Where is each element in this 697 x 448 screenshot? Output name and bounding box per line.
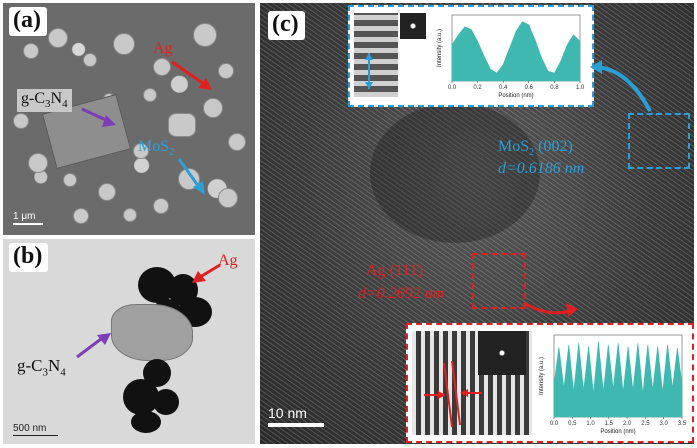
x-tick-label: 0.0 [550, 421, 559, 427]
mos-plane-label: MoS2 (002) [498, 138, 573, 159]
x-axis-label: Position (nm) [600, 429, 635, 435]
gcn-sheet [111, 304, 193, 361]
panel-a-label-mos: MoS2 [138, 138, 175, 159]
ag-particle [153, 389, 179, 415]
sem-particles [3, 3, 255, 235]
panel-b-label-ag: Ag [218, 252, 238, 269]
mos-inset-arrow [590, 60, 652, 112]
x-tick-label: 1.0 [586, 421, 595, 427]
x-tick-label: 2.0 [623, 421, 632, 427]
mos-lattice-image [354, 13, 398, 97]
y-axis-label: Intensity (a.u.) [539, 357, 545, 395]
mos-fft-image [400, 13, 426, 39]
x-tick-label: 0.2 [473, 85, 482, 91]
panel-b-scale-text: 500 nm [13, 423, 47, 434]
panel-c-letter: (c) [268, 11, 305, 40]
intensity-profile-area [553, 341, 683, 418]
x-tick-label: 0.5 [568, 421, 577, 427]
ag-fft-image [478, 331, 526, 375]
particle-shadow [370, 103, 540, 243]
mos-spacing-marker [365, 53, 373, 89]
panel-b-label-gcn: g-C3N4 [17, 356, 66, 379]
panel-c-scale-text: 10 nm [268, 405, 307, 421]
panel-c-scale-bar: 10 nm [268, 405, 324, 427]
panel-a-label-gcn: g-C3N4 [17, 89, 72, 113]
x-tick-label: 0.0 [448, 85, 457, 91]
panel-a-scale-text: 1 μm [13, 211, 36, 222]
panel-a-scale-bar: 1 μm [13, 211, 43, 225]
panel-b-scale-bar: 500 nm [13, 423, 58, 436]
panel-a-label-ag: Ag [153, 40, 173, 57]
ag-particle [131, 411, 161, 433]
panel-a-letter: (a) [9, 7, 47, 36]
x-tick-label: 0.8 [550, 85, 559, 91]
panel-b-arrow-ag [192, 263, 221, 283]
mos-d-spacing: d=0.6186 nm [498, 160, 585, 177]
x-tick-label: 2.5 [641, 421, 650, 427]
intensity-profile-area [451, 21, 581, 82]
x-tick-label: 1.5 [605, 421, 614, 427]
ag-inset-arrow [523, 301, 578, 317]
ag-d-spacing: d=0.2692 nm [358, 285, 445, 302]
panel-a-arrow-gcn [81, 107, 116, 127]
panel-b-tem-image: (b) Ag g-C3N4 500 nm [3, 239, 255, 444]
x-tick-label: 3.0 [660, 421, 669, 427]
x-axis-label: Position (nm) [498, 93, 533, 99]
mos-region-box [628, 113, 690, 169]
y-axis-label: Intensity (a.u.) [437, 29, 443, 67]
ag-region-box [472, 253, 526, 309]
x-tick-label: 3.5 [678, 421, 686, 427]
x-tick-label: 0.4 [499, 85, 508, 91]
panel-a-arrow-mos [177, 158, 205, 195]
x-tick-label: 0.6 [525, 85, 534, 91]
panel-b-arrow-gcn [76, 333, 111, 359]
x-tick-label: 1.0 [576, 85, 584, 91]
ag-plane-label: Ag (111) [366, 262, 424, 279]
ag-spacing-marker [424, 360, 482, 428]
panel-a-sem-image: (a) Ag g-C3N4 MoS2 1 μm [3, 3, 255, 235]
panel-b-letter: (b) [9, 243, 49, 272]
panel-a-arrow-ag [171, 60, 212, 90]
